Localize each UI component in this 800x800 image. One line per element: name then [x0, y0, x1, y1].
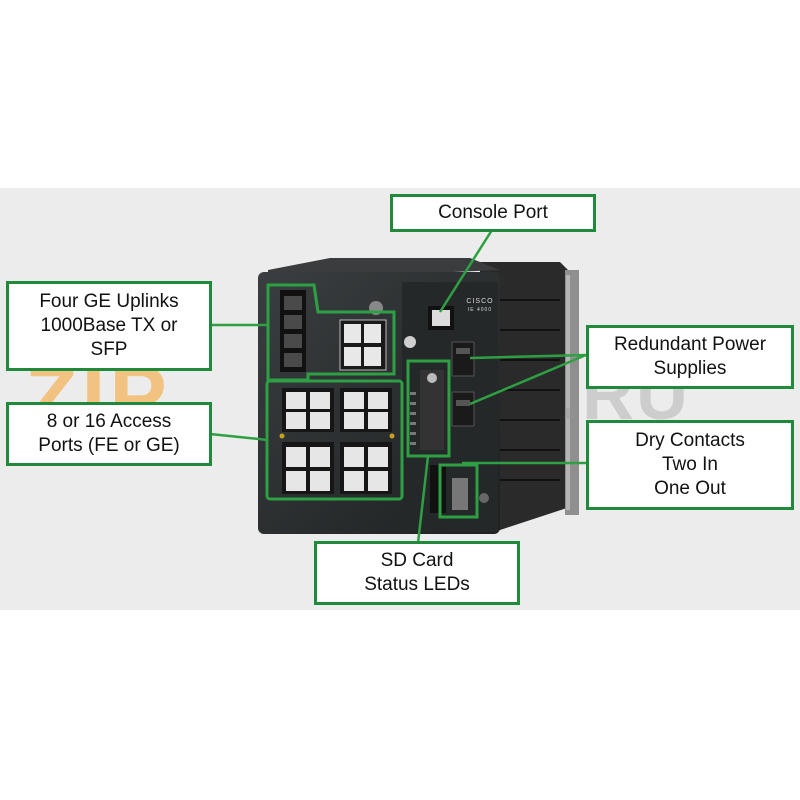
- callout-line: Dry Contacts: [635, 430, 745, 451]
- brand-label: CISCO: [466, 298, 494, 305]
- highlight-frames: [265, 283, 479, 519]
- cisco-logo: CISCO IE 4000: [460, 298, 500, 313]
- callout-line: Redundant Power: [613, 334, 767, 355]
- callout-line: Supplies: [653, 358, 727, 379]
- callout-line: Console Port: [438, 202, 548, 223]
- power-connectors: [451, 341, 475, 427]
- callout-dry-contacts: Dry Contacts Two In One Out: [586, 420, 794, 510]
- callout-access-ports: 8 or 16 Access Ports (FE or GE): [6, 402, 212, 466]
- callout-redundant-power: Redundant Power Supplies: [586, 325, 794, 389]
- callout-line: SD Card: [380, 550, 454, 571]
- callout-uplinks: Four GE Uplinks 1000Base TX or SFP: [6, 281, 212, 371]
- callout-line: 8 or 16 Access: [46, 411, 172, 432]
- callout-sd-card: SD Card Status LEDs: [314, 541, 520, 605]
- leader-lines: [209, 229, 587, 544]
- callout-line: 1000Base TX or: [40, 315, 178, 336]
- model-label: IE 4000: [467, 307, 493, 313]
- callout-line: Two In: [662, 454, 718, 475]
- console-port: [404, 306, 454, 348]
- callout-console-port: Console Port: [390, 194, 596, 232]
- callout-line: One Out: [654, 478, 726, 499]
- dry-contacts-connector: [430, 465, 489, 513]
- access-ports: [279, 388, 395, 494]
- callout-line: Status LEDs: [364, 574, 470, 595]
- sd-card-slot: [410, 370, 444, 450]
- callout-line: Ports (FE or GE): [38, 435, 180, 456]
- callout-line: Four GE Uplinks: [39, 291, 179, 312]
- uplink-ports: [280, 290, 387, 372]
- callout-line: SFP: [90, 339, 128, 360]
